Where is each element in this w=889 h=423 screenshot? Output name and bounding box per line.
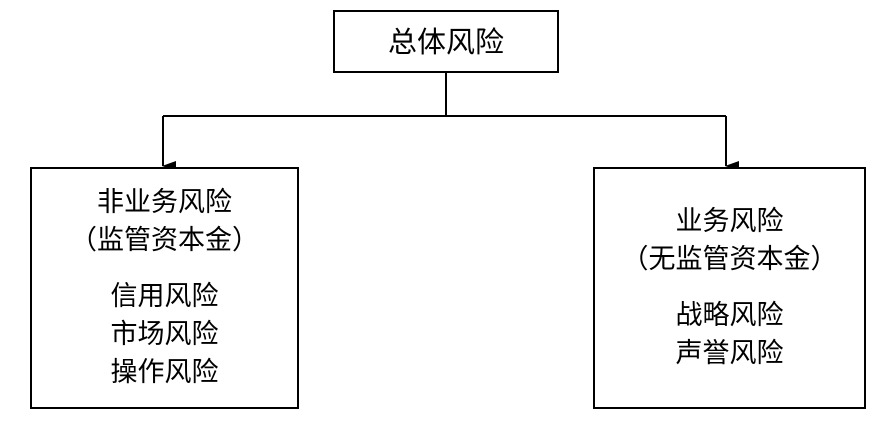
business-risk-node: 业务风险 （无监管资本金） 战略风险 声誉风险 [593,167,866,409]
operational-risk-item: 操作风险 [110,357,219,388]
strategic-risk-item: 战略风险 [675,300,784,331]
credit-risk-item: 信用风险 [110,281,219,312]
business-risk-subtitle: （无监管资本金） [621,244,838,275]
non-business-risk-node: 非业务风险 （监管资本金） 信用风险 市场风险 操作风险 [30,167,299,409]
non-business-risk-title: 非业务风险 [97,187,232,218]
total-risk-node: 总体风险 [333,10,559,73]
total-risk-label: 总体风险 [387,24,504,59]
market-risk-item: 市场风险 [110,319,219,350]
non-business-risk-subtitle: （监管资本金） [70,225,259,256]
business-risk-title: 业务风险 [675,206,784,237]
reputation-risk-item: 声誉风险 [675,338,784,369]
